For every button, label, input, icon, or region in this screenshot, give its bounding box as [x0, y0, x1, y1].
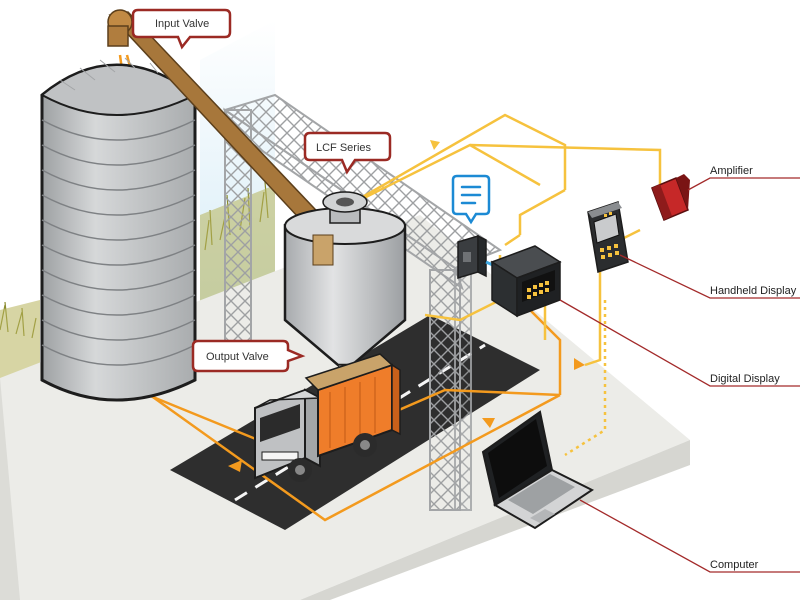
callout-input-valve: Input Valve [131, 8, 232, 50]
laptop-icon [481, 410, 594, 530]
callout-output-valve: Output Valve [191, 339, 306, 373]
amplifier-icon [651, 174, 690, 221]
truck-icon [254, 353, 401, 482]
chat-bubble-icon [451, 174, 491, 225]
label-computer: Computer [710, 559, 759, 571]
handheld-display-icon [587, 201, 629, 273]
hopper-icon [283, 191, 407, 395]
wiring-dotted [564, 300, 607, 457]
callout-output-valve-text: Output Valve [206, 351, 269, 363]
callout-lcf-series-text: LCF Series [316, 142, 372, 154]
callout-input-valve-text: Input Valve [155, 18, 209, 30]
callout-lcf-series: LCF Series [303, 131, 392, 175]
label-handheld-display: Handheld Display [710, 285, 797, 297]
junction-box-icon [457, 234, 496, 280]
label-amplifier: Amplifier [710, 165, 753, 177]
wiring-yellow [339, 113, 662, 367]
leader-lines [559, 177, 800, 573]
label-digital-display: Digital Display [710, 373, 780, 385]
digital-display-icon [490, 245, 562, 318]
input-chute [107, 9, 332, 233]
silo-icon [40, 57, 197, 402]
